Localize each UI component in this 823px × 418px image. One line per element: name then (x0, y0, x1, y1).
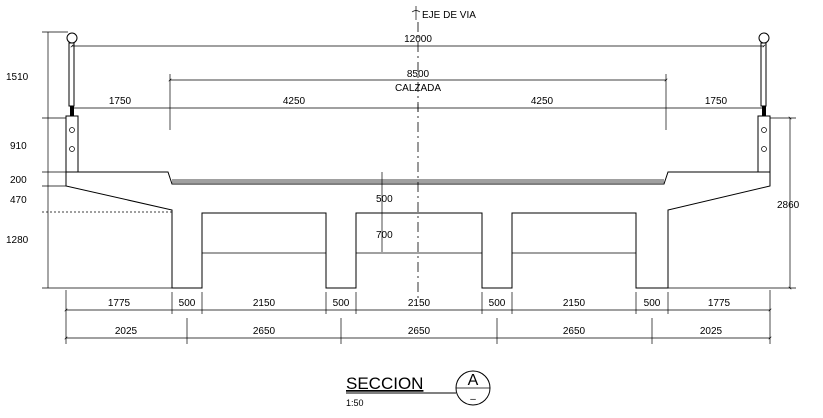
bottom2-dim-4: 2650 (563, 326, 586, 337)
bottom1-dim-1: 1775 (108, 298, 131, 309)
bottom2-dim-2: 2650 (253, 326, 276, 337)
left-railing (65, 32, 79, 173)
bottom1-dim-5: 2150 (408, 298, 431, 309)
section-marker-letter: A (468, 372, 479, 389)
left-dim-2: 910 (10, 141, 27, 152)
bottom2-dim-1: 2025 (115, 326, 138, 337)
bottom1-dim-6: 500 (489, 298, 506, 309)
top-dim-3: 4250 (531, 96, 554, 107)
bottom1-dim-8: 500 (644, 298, 661, 309)
left-dim-3: 200 (10, 175, 27, 186)
right-dimensions: 2860 (668, 116, 800, 290)
left-dim-4: 470 (10, 195, 27, 206)
bottom1-dim-7: 2150 (563, 298, 586, 309)
section-title: SECCION 1:50 A – (346, 370, 491, 408)
deck-section (65, 171, 771, 289)
axis-label: EJE DE VIA (422, 10, 476, 21)
centerline: EJE DE VIA (411, 6, 476, 300)
top-dim-4: 1750 (705, 96, 728, 107)
bottom1-dim-3: 2150 (253, 298, 276, 309)
left-dim-5: 1280 (6, 235, 29, 246)
top-dim-1: 1750 (109, 96, 132, 107)
top-dim-2: 4250 (283, 96, 306, 107)
right-dim: 2860 (777, 200, 800, 211)
bottom1-dim-2: 500 (179, 298, 196, 309)
section-title-label: SECCION (346, 374, 423, 393)
bottom1-dim-9: 1775 (708, 298, 731, 309)
overall-width-label: 12000 (404, 34, 432, 45)
bottom1-dim-4: 500 (333, 298, 350, 309)
bottom-dimensions-row2: 2025 2650 2650 2650 2025 (64, 318, 772, 344)
bottom2-dim-3: 2650 (408, 326, 431, 337)
right-railing (757, 32, 771, 173)
bottom2-dim-5: 2025 (700, 326, 723, 337)
center-dim-1: 500 (376, 194, 393, 205)
section-scale: 1:50 (346, 398, 364, 408)
center-dimensions: 500 700 (376, 172, 393, 252)
section-marker-sub: – (470, 394, 476, 405)
top-dimensions: 12000 8500 CALZADA 1750 4250 4250 1750 (70, 34, 766, 130)
left-dim-1: 1510 (6, 72, 29, 83)
carriageway-width-label: 8500 (407, 69, 430, 80)
bottom-dimensions-row1: 1775 500 2150 500 2150 500 2150 500 1775 (64, 290, 772, 344)
carriageway-label: CALZADA (395, 83, 441, 94)
left-dimensions: 1510 910 200 470 1280 (6, 31, 172, 289)
center-dim-2: 700 (376, 230, 393, 241)
